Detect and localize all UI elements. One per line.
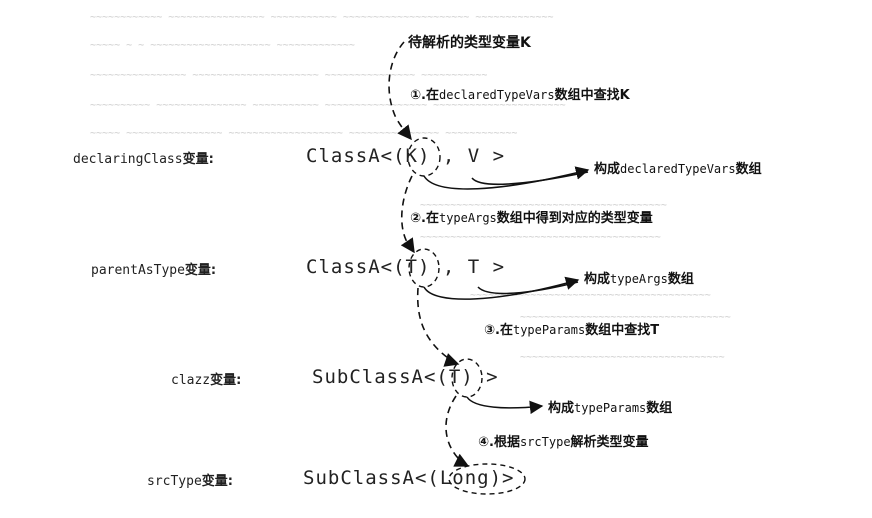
step-4-annotation: ④.根据srcType解析类型变量 [478, 431, 649, 450]
note-typeArgs-array: 构成typeArgs数组 [584, 268, 694, 287]
row-2-variable-name: parentAsType [91, 263, 185, 278]
build-arrow-3 [466, 396, 544, 415]
background-text: ~~~~~~~~~~~~~~~~~~~~~~~~~~~~~~~~~~ [520, 352, 725, 363]
step-2-post: 数组中得到对应的类型变量 [496, 211, 653, 226]
row-1-variable-suffix: 变量: [182, 152, 214, 167]
step-3-annotation: ③.在typeParams数组中查找T [484, 319, 659, 338]
step-4-post: 解析类型变量 [570, 435, 649, 450]
row-label-clazz: clazz变量: [171, 369, 241, 388]
background-text: ~~~~~~~~~~~~~~~~~~~~~~~~~~~~~~~~~~~~~~~~ [470, 290, 711, 301]
step-1-annotation: ①.在declaredTypeVars数组中查找K [410, 84, 630, 103]
background-text: ~~~~~~~~~~~~~~~~ ~~~~~~~~~~~~~~~~~~~~~ ~… [90, 70, 488, 81]
build-arrow-1b [471, 171, 589, 185]
note-typeParams-array: 构成typeParams数组 [548, 397, 672, 416]
note-3-code: typeParams [574, 401, 647, 415]
background-text: ~~~~~ ~~~~~~~~~~~~~~~~ ~~~~~~~~~~~~~~~~~… [90, 128, 518, 139]
step-2-pre: 在 [425, 211, 439, 226]
row-4-variable-suffix: 变量: [201, 474, 233, 489]
background-text: ~~~~~~~~~~ ~~~~~~~~~~~~~~~ ~~~~~~~~~~~ ~… [90, 100, 566, 111]
flow-arrow-top [388, 41, 412, 141]
row-2-variable-suffix: 变量: [184, 263, 217, 278]
step-4-number: ④. [478, 435, 494, 450]
note-1-pre: 构成 [594, 162, 621, 177]
srcType-type-expression: SubClassA<(Long)> [303, 467, 515, 489]
clazz-type-expression: SubClassA<(T) > [312, 366, 499, 388]
step-1-pre: 在 [425, 88, 439, 103]
parentAsType-type-expression: ClassA<(T) , T > [306, 256, 506, 278]
step-3-post: 数组中查找T [585, 323, 660, 338]
step-1-number: ①. [410, 88, 426, 103]
step-2-code: typeArgs [438, 211, 497, 225]
note-2-pre: 构成 [584, 272, 611, 287]
background-text: ~~~~~~~~~~~~ ~~~~~~~~~~~~~~~~ ~~~~~~~~~~… [90, 12, 554, 23]
note-declaredTypeVars-array: 构成declaredTypeVars数组 [594, 158, 762, 177]
step-1-code: declaredTypeVars [438, 88, 555, 102]
flow-arrow-step3 [416, 287, 460, 367]
step-3-number: ③. [484, 323, 500, 338]
highlight-ellipse-T2 [451, 358, 483, 398]
background-text: ~~~~~ ~ ~ ~~~~~~~~~~~~~~~~~~~~ ~~~~~~~~~… [90, 40, 355, 51]
highlight-ellipse-T1 [408, 248, 440, 288]
row-3-variable-name: clazz [171, 373, 211, 388]
highlight-ellipse-Long [448, 463, 526, 495]
row-label-parentAsType: parentAsType变量: [91, 259, 216, 278]
step-4-code: srcType [519, 435, 571, 449]
build-arrow-2a [423, 276, 580, 300]
background-text: ~~~~~~~~~~~~~~~~~~~~~~~~~~~~~~~~~~~~~~~~ [420, 232, 661, 243]
step-3-code: typeParams [512, 323, 586, 337]
step-2-annotation: ②.在typeArgs数组中得到对应的类型变量 [410, 207, 653, 226]
background-text: ~~~~~~~~~~~~~~~~~~~~~~~~~~~~~~~~~~~ [520, 312, 731, 323]
step-3-pre: 在 [499, 323, 513, 338]
step-2-number: ②. [410, 211, 426, 226]
row-3-variable-suffix: 变量: [210, 373, 242, 388]
note-3-pre: 构成 [548, 401, 575, 416]
flow-arrow-step2 [400, 175, 415, 254]
row-4-variable-name: srcType [147, 474, 202, 489]
step-4-pre: 根据 [493, 435, 520, 450]
row-label-srcType: srcType变量: [147, 470, 233, 489]
build-arrow-1a [423, 166, 590, 190]
background-text: ~~~~~~~~~~~~~~~~~~~~~~~~~~~~~~~~~~~~~~~~… [420, 200, 667, 211]
step-1-post: 数组中查找K [554, 88, 630, 103]
row-label-declaringClass: declaringClass变量: [73, 148, 214, 167]
target-type-variable-label: 待解析的类型变量K [408, 35, 531, 51]
note-1-code: declaredTypeVars [620, 162, 736, 176]
note-1-post: 数组 [735, 162, 762, 177]
row-1-variable-name: declaringClass [73, 152, 183, 167]
build-arrow-2b [477, 281, 579, 295]
flow-arrow-step4 [445, 395, 470, 467]
note-2-code: typeArgs [610, 272, 668, 286]
note-2-post: 数组 [667, 272, 694, 287]
declaringClass-type-expression: ClassA<(K) , V > [306, 145, 506, 167]
note-3-post: 数组 [646, 401, 673, 416]
